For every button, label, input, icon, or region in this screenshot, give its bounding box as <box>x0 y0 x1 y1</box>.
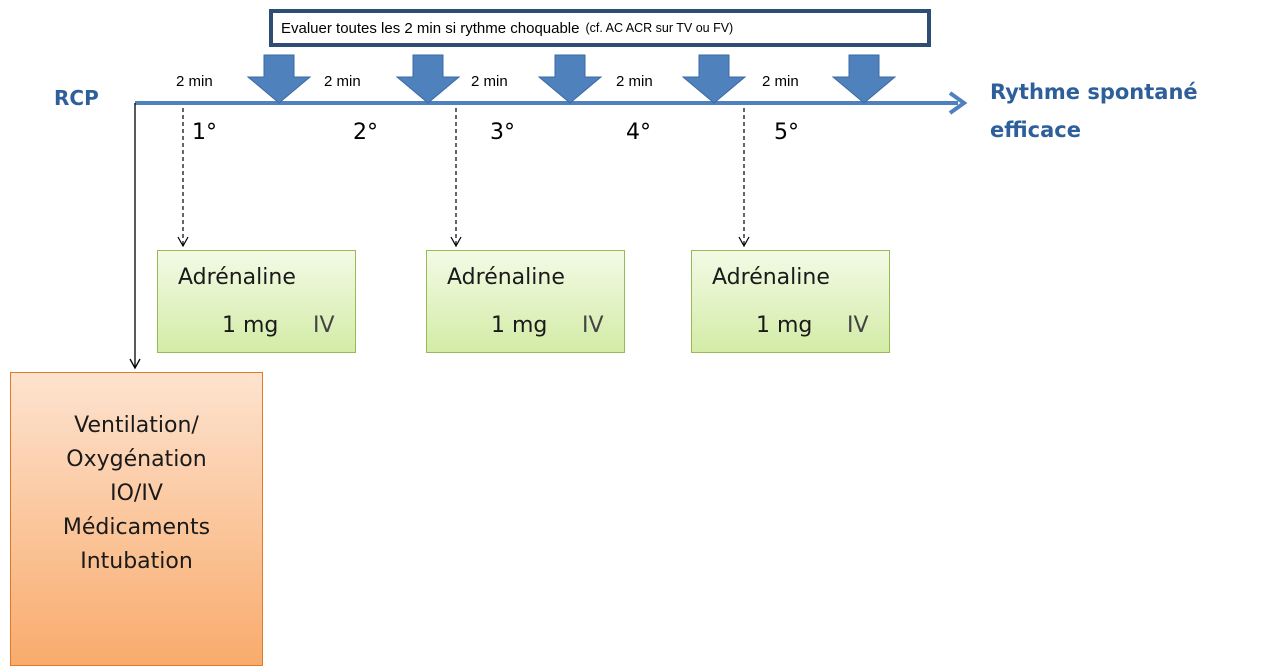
resuscitation-actions-box: Ventilation/ Oxygénation IO/IV Médicamen… <box>10 372 263 666</box>
adrenaline-dose: 1 mg <box>756 313 813 338</box>
interval-label-5: 2 min <box>762 73 799 90</box>
cycle-label-1: 1° <box>192 120 217 145</box>
timeline-end-label-line2: efficace <box>990 118 1081 142</box>
cycle-label-5: 5° <box>774 120 799 145</box>
action-intubation: Intubation <box>80 549 193 574</box>
evaluation-header-box: Evaluer toutes les 2 min si rythme choqu… <box>269 9 931 47</box>
cycle-label-3: 3° <box>490 120 515 145</box>
timeline-end-label-line1: Rythme spontané <box>990 80 1198 104</box>
cycle-label-4: 4° <box>626 120 651 145</box>
adrenaline-arrowhead-2 <box>450 236 462 248</box>
actions-branch-arrowhead <box>129 358 141 370</box>
interval-label-4: 2 min <box>616 73 653 90</box>
evaluation-arrow-5 <box>831 54 897 104</box>
adrenaline-route: IV <box>582 313 604 338</box>
evaluation-arrow-4 <box>681 54 747 104</box>
adrenaline-arrowhead-1 <box>177 236 189 248</box>
timeline-start-label: RCP <box>54 86 99 110</box>
cycle-label-2: 2° <box>353 120 378 145</box>
action-medications: Médicaments <box>62 515 211 540</box>
adrenaline-box-2: Adrénaline 1 mg IV <box>426 250 625 353</box>
action-io-iv: IO/IV <box>110 481 163 506</box>
interval-label-1: 2 min <box>176 73 213 90</box>
adrenaline-box-3: Adrénaline 1 mg IV <box>691 250 890 353</box>
adrenaline-arrowhead-3 <box>738 236 750 248</box>
adrenaline-name: Adrénaline <box>447 265 565 290</box>
adrenaline-box-1: Adrénaline 1 mg IV <box>157 250 356 353</box>
evaluation-header-text: Evaluer toutes les 2 min si rythme choqu… <box>281 19 580 37</box>
interval-label-2: 2 min <box>324 73 361 90</box>
adrenaline-name: Adrénaline <box>178 265 296 290</box>
adrenaline-route: IV <box>313 313 335 338</box>
action-oxygenation: Oxygénation <box>66 447 207 472</box>
timeline-end-label: Rythme spontané efficace <box>990 73 1198 149</box>
evaluation-arrow-3 <box>537 54 603 104</box>
evaluation-arrow-2 <box>395 54 461 104</box>
evaluation-arrow-1 <box>246 54 312 104</box>
interval-label-3: 2 min <box>471 73 508 90</box>
timeline-arrowhead <box>948 91 968 115</box>
adrenaline-dose: 1 mg <box>222 313 279 338</box>
adrenaline-route: IV <box>847 313 869 338</box>
action-ventilation: Ventilation/ <box>74 413 199 438</box>
adrenaline-dose: 1 mg <box>491 313 548 338</box>
evaluation-header-note: (cf. AC ACR sur TV ou FV) <box>585 21 734 35</box>
adrenaline-name: Adrénaline <box>712 265 830 290</box>
